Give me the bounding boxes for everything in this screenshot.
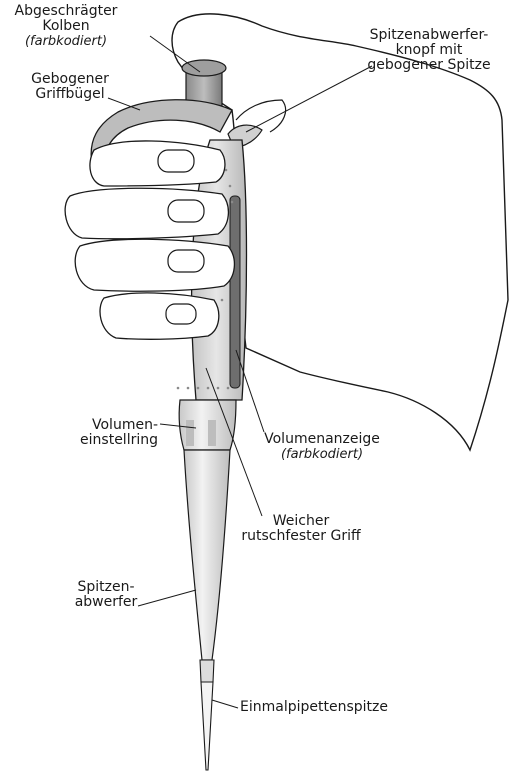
label-ejector-button: Spitzenabwerfer- knopf mit gebogener Spi… <box>350 28 508 73</box>
label-disposable-tip: Einmalpipettenspitze <box>240 700 388 715</box>
label-volume-ring-line1: Volumen- <box>54 418 158 433</box>
label-volume-ring: Volumen- einstellring <box>54 418 158 448</box>
label-tip-ejector: Spitzen- abwerfer <box>66 580 146 610</box>
label-plunger-line1: Abgeschrägter <box>4 4 128 19</box>
label-ejector-button-line1: Spitzenabwerfer- <box>350 28 508 43</box>
label-handle-line2: Griffbügel <box>20 87 120 102</box>
label-volume-ring-line2: einstellring <box>54 433 158 448</box>
tip-collar <box>200 660 214 682</box>
label-plunger: Abgeschrägter Kolben (farbkodiert) <box>4 4 128 49</box>
disposable-tip-shape <box>201 682 213 770</box>
label-tip-ejector-line1: Spitzen- <box>66 580 146 595</box>
label-handle: Gebogener Griffbügel <box>20 72 120 102</box>
label-grip-line2: rutschfester Griff <box>226 529 376 544</box>
label-volume-display-note: (farbkodiert) <box>260 447 384 462</box>
label-plunger-line2: Kolben <box>4 19 128 34</box>
plunger-cap <box>182 60 226 76</box>
label-volume-display: Volumenanzeige (farbkodiert) <box>260 432 384 462</box>
label-ejector-button-line2: knopf mit <box>350 43 508 58</box>
label-ejector-button-line3: gebogener Spitze <box>350 58 508 73</box>
tip-ejector-shaft <box>184 450 230 660</box>
label-handle-line1: Gebogener <box>20 72 120 87</box>
label-volume-display-line1: Volumenanzeige <box>260 432 384 447</box>
volume-display-strip <box>230 196 240 388</box>
label-disposable-tip-line1: Einmalpipettenspitze <box>240 700 388 715</box>
label-grip-line1: Weicher <box>226 514 376 529</box>
label-tip-ejector-line2: abwerfer <box>66 595 146 610</box>
label-grip: Weicher rutschfester Griff <box>226 514 376 544</box>
label-plunger-note: (farbkodiert) <box>4 34 128 49</box>
